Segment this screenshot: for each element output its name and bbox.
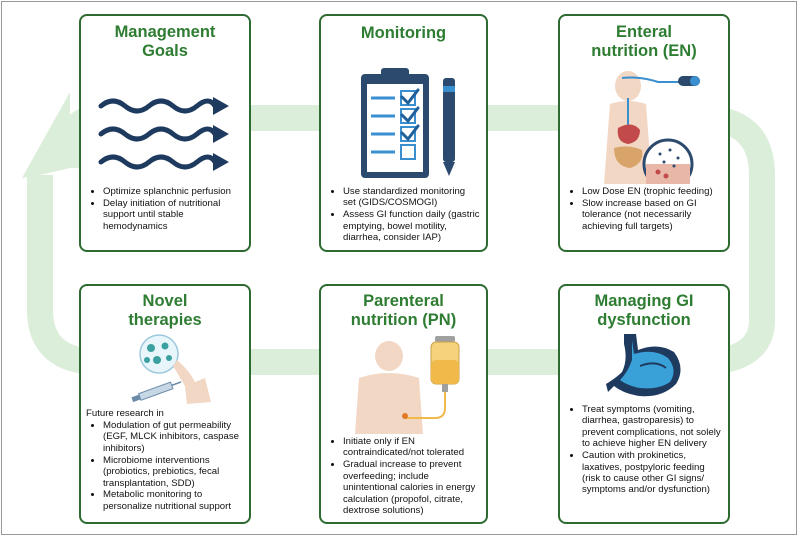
waves-icon <box>98 97 229 171</box>
card-management-goals: Management Goals Optimize splanchnic per… <box>79 14 251 252</box>
card-parenteral-nutrition: Parenteral nutrition (PN) Initiate only … <box>319 284 488 524</box>
bullet-list: Low Dose EN (trophic feeding) Slow incre… <box>560 186 722 233</box>
card-monitoring: Monitoring Use standardized monitoring s… <box>319 14 488 252</box>
syringe-microbiome-icon <box>131 334 211 404</box>
list-item: Modulation of gut permeability (EGF, MLC… <box>103 420 245 454</box>
enteral-tube-body-icon <box>604 71 700 184</box>
list-item: Treat symptoms (vomiting, diarrhea, gast… <box>582 404 724 450</box>
list-item: Use standardized monitoring set (GIDS/CO… <box>343 186 480 209</box>
card-enteral-nutrition: Enteral nutrition (EN) Low Dose EN (trop… <box>558 14 730 252</box>
clipboard-checklist-icon <box>361 68 455 178</box>
bullet-list: Treat symptoms (vomiting, diarrhea, gast… <box>560 404 724 496</box>
loop-arrowhead <box>22 92 70 178</box>
card-title: Managing GI dysfunction <box>560 292 728 330</box>
card-title: Management Goals <box>81 23 249 61</box>
title-line: Novel <box>142 292 188 310</box>
card-title: Monitoring <box>360 24 447 42</box>
title-line: nutrition (PN) <box>350 311 457 329</box>
title-line: Management <box>114 23 216 41</box>
list-item: Initiate only if EN contraindicated/not … <box>343 436 482 459</box>
bullet-list: Initiate only if EN contraindicated/not … <box>321 436 482 517</box>
card-title: Novel therapies <box>81 292 249 330</box>
list-item: Caution with prokinetics, laxatives, pos… <box>582 450 724 496</box>
list-item: Metabolic monitoring to personalize nutr… <box>103 489 245 512</box>
title-line: nutrition (EN) <box>591 42 697 60</box>
stomach-icon <box>606 334 681 397</box>
card-novel-therapies: Novel therapies Future research in Modul… <box>79 284 251 524</box>
list-item: Assess GI function daily (gastric emptyi… <box>343 209 480 243</box>
list-item: Optimize splanchnic perfusion <box>103 186 243 197</box>
title-line: dysfunction <box>597 311 691 329</box>
intro-text: Future research in <box>86 408 164 419</box>
bullet-list: Optimize splanchnic perfusion Delay init… <box>81 186 243 233</box>
title-line: therapies <box>128 311 202 329</box>
title-line: Parenteral <box>363 292 444 310</box>
list-item: Delay initiation of nutritional support … <box>103 198 243 232</box>
iv-bag-body-icon <box>355 336 460 434</box>
card-title: Parenteral nutrition (PN) <box>321 292 486 330</box>
list-item: Low Dose EN (trophic feeding) <box>582 186 722 197</box>
bullet-list: Use standardized monitoring set (GIDS/CO… <box>321 186 480 244</box>
card-managing-gi-dysfunction: Managing GI dysfunction Treat symptoms (… <box>558 284 730 524</box>
title-line: Enteral <box>616 23 672 41</box>
bullet-list: Modulation of gut permeability (EGF, MLC… <box>81 420 245 513</box>
title-line: Goals <box>142 42 188 60</box>
title-line: Managing GI <box>594 292 694 310</box>
list-item: Gradual increase to prevent overfeeding;… <box>343 459 482 516</box>
list-item: Slow increase based on GI tolerance (not… <box>582 198 722 232</box>
list-item: Microbiome interventions (probiotics, pr… <box>103 455 245 489</box>
card-title: Enteral nutrition (EN) <box>560 23 728 61</box>
